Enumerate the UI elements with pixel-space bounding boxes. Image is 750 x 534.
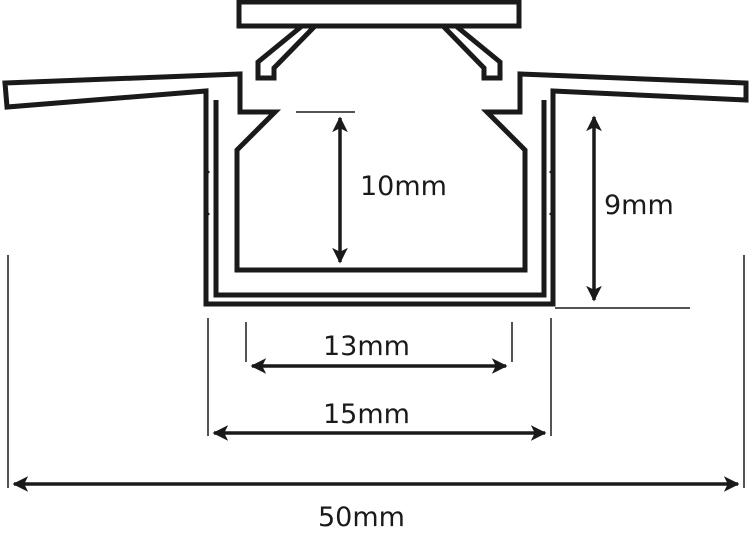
label-outer-width: 15mm xyxy=(323,399,410,430)
label-inner-width: 13mm xyxy=(323,331,410,362)
dimension-labels: 10mm 9mm 13mm 15mm 50mm xyxy=(318,171,674,533)
label-total-width: 50mm xyxy=(318,502,405,533)
profile-outline xyxy=(2,71,749,307)
label-inner-depth: 10mm xyxy=(360,171,447,202)
extension-lines xyxy=(7,111,745,488)
diffuser-cover-left-leg xyxy=(255,24,317,81)
wall-notches xyxy=(206,168,553,218)
aluminium-profile xyxy=(2,71,749,307)
label-outer-depth: 9mm xyxy=(604,190,674,221)
profile-inner-wall xyxy=(213,100,547,298)
diffuser-cover-right-leg xyxy=(441,24,503,81)
diffuser-cover-top xyxy=(236,0,522,29)
diffuser-cover xyxy=(236,0,522,81)
dimension-arrows xyxy=(12,115,740,492)
